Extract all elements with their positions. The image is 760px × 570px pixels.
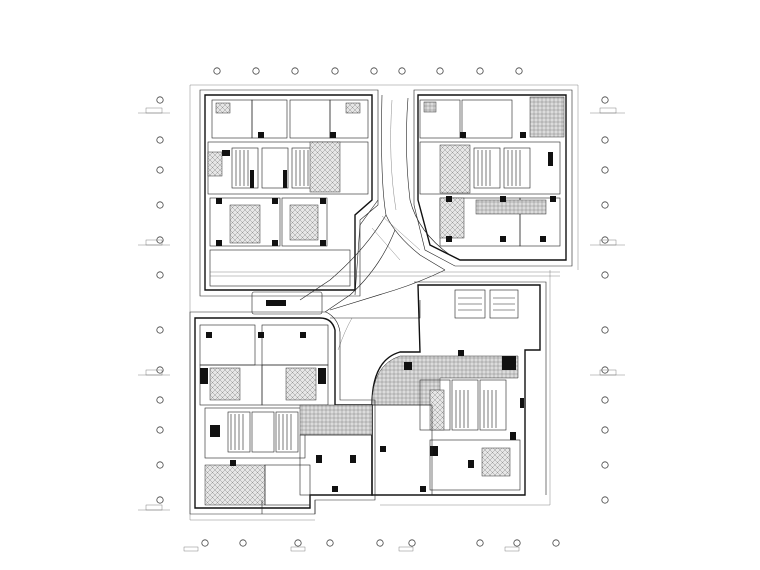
grid-bubble-top [370, 67, 378, 75]
grid-bubble-left [156, 271, 164, 279]
grid-bubble-top [291, 67, 299, 75]
grid-bubble-top [331, 67, 339, 75]
grid-bubble-bottom [326, 539, 334, 547]
grid-bubble-right [601, 166, 609, 174]
lower-right-building [371, 281, 547, 496]
grid-bubble-right [601, 96, 609, 104]
grid-bubble-top [436, 67, 444, 75]
grid-bubble-left [156, 426, 164, 434]
grid-bubbles-top [213, 67, 523, 75]
site-boundary [189, 84, 579, 521]
grid-bubbles-bottom [201, 539, 560, 547]
bottom-elevation-tags [183, 546, 520, 552]
right-elevation-tags [590, 107, 625, 376]
grid-bubble-bottom [376, 539, 384, 547]
grid-bubble-right [601, 461, 609, 469]
grid-bubble-top [515, 67, 523, 75]
grid-bubble-left [156, 461, 164, 469]
grid-bubble-right [601, 396, 609, 404]
grid-bubble-bottom [201, 539, 209, 547]
upper-left-building [199, 89, 379, 297]
grid-bubble-bottom [408, 539, 416, 547]
grid-bubble-bottom [294, 539, 302, 547]
grid-bubble-top [213, 67, 221, 75]
grid-bubble-left [156, 326, 164, 334]
grid-bubble-left [156, 496, 164, 504]
grid-bubble-right [601, 271, 609, 279]
grid-bubble-bottom [239, 539, 247, 547]
grid-bubble-top [476, 67, 484, 75]
grid-bubble-left [156, 166, 164, 174]
grid-bubble-right [601, 136, 609, 144]
grid-bubble-left [156, 201, 164, 209]
grid-bubble-top [398, 67, 406, 75]
grid-bubble-bottom [513, 539, 521, 547]
grid-bubble-bottom [552, 539, 560, 547]
upper-right-building [413, 89, 573, 267]
grid-bubble-right [601, 326, 609, 334]
grid-bubble-left [156, 96, 164, 104]
left-elevation-tags [138, 107, 170, 511]
central-drive [210, 94, 560, 351]
grid-bubble-left [156, 136, 164, 144]
grid-bubble-top [252, 67, 260, 75]
lower-left-building [189, 311, 376, 515]
grid-bubbles-left [156, 96, 164, 504]
grid-bubble-bottom [476, 539, 484, 547]
grid-bubble-right [601, 496, 609, 504]
grid-bubble-left [156, 396, 164, 404]
grid-bubble-right [601, 201, 609, 209]
grid-bubble-right [601, 426, 609, 434]
grid-bubbles-right [601, 96, 609, 504]
